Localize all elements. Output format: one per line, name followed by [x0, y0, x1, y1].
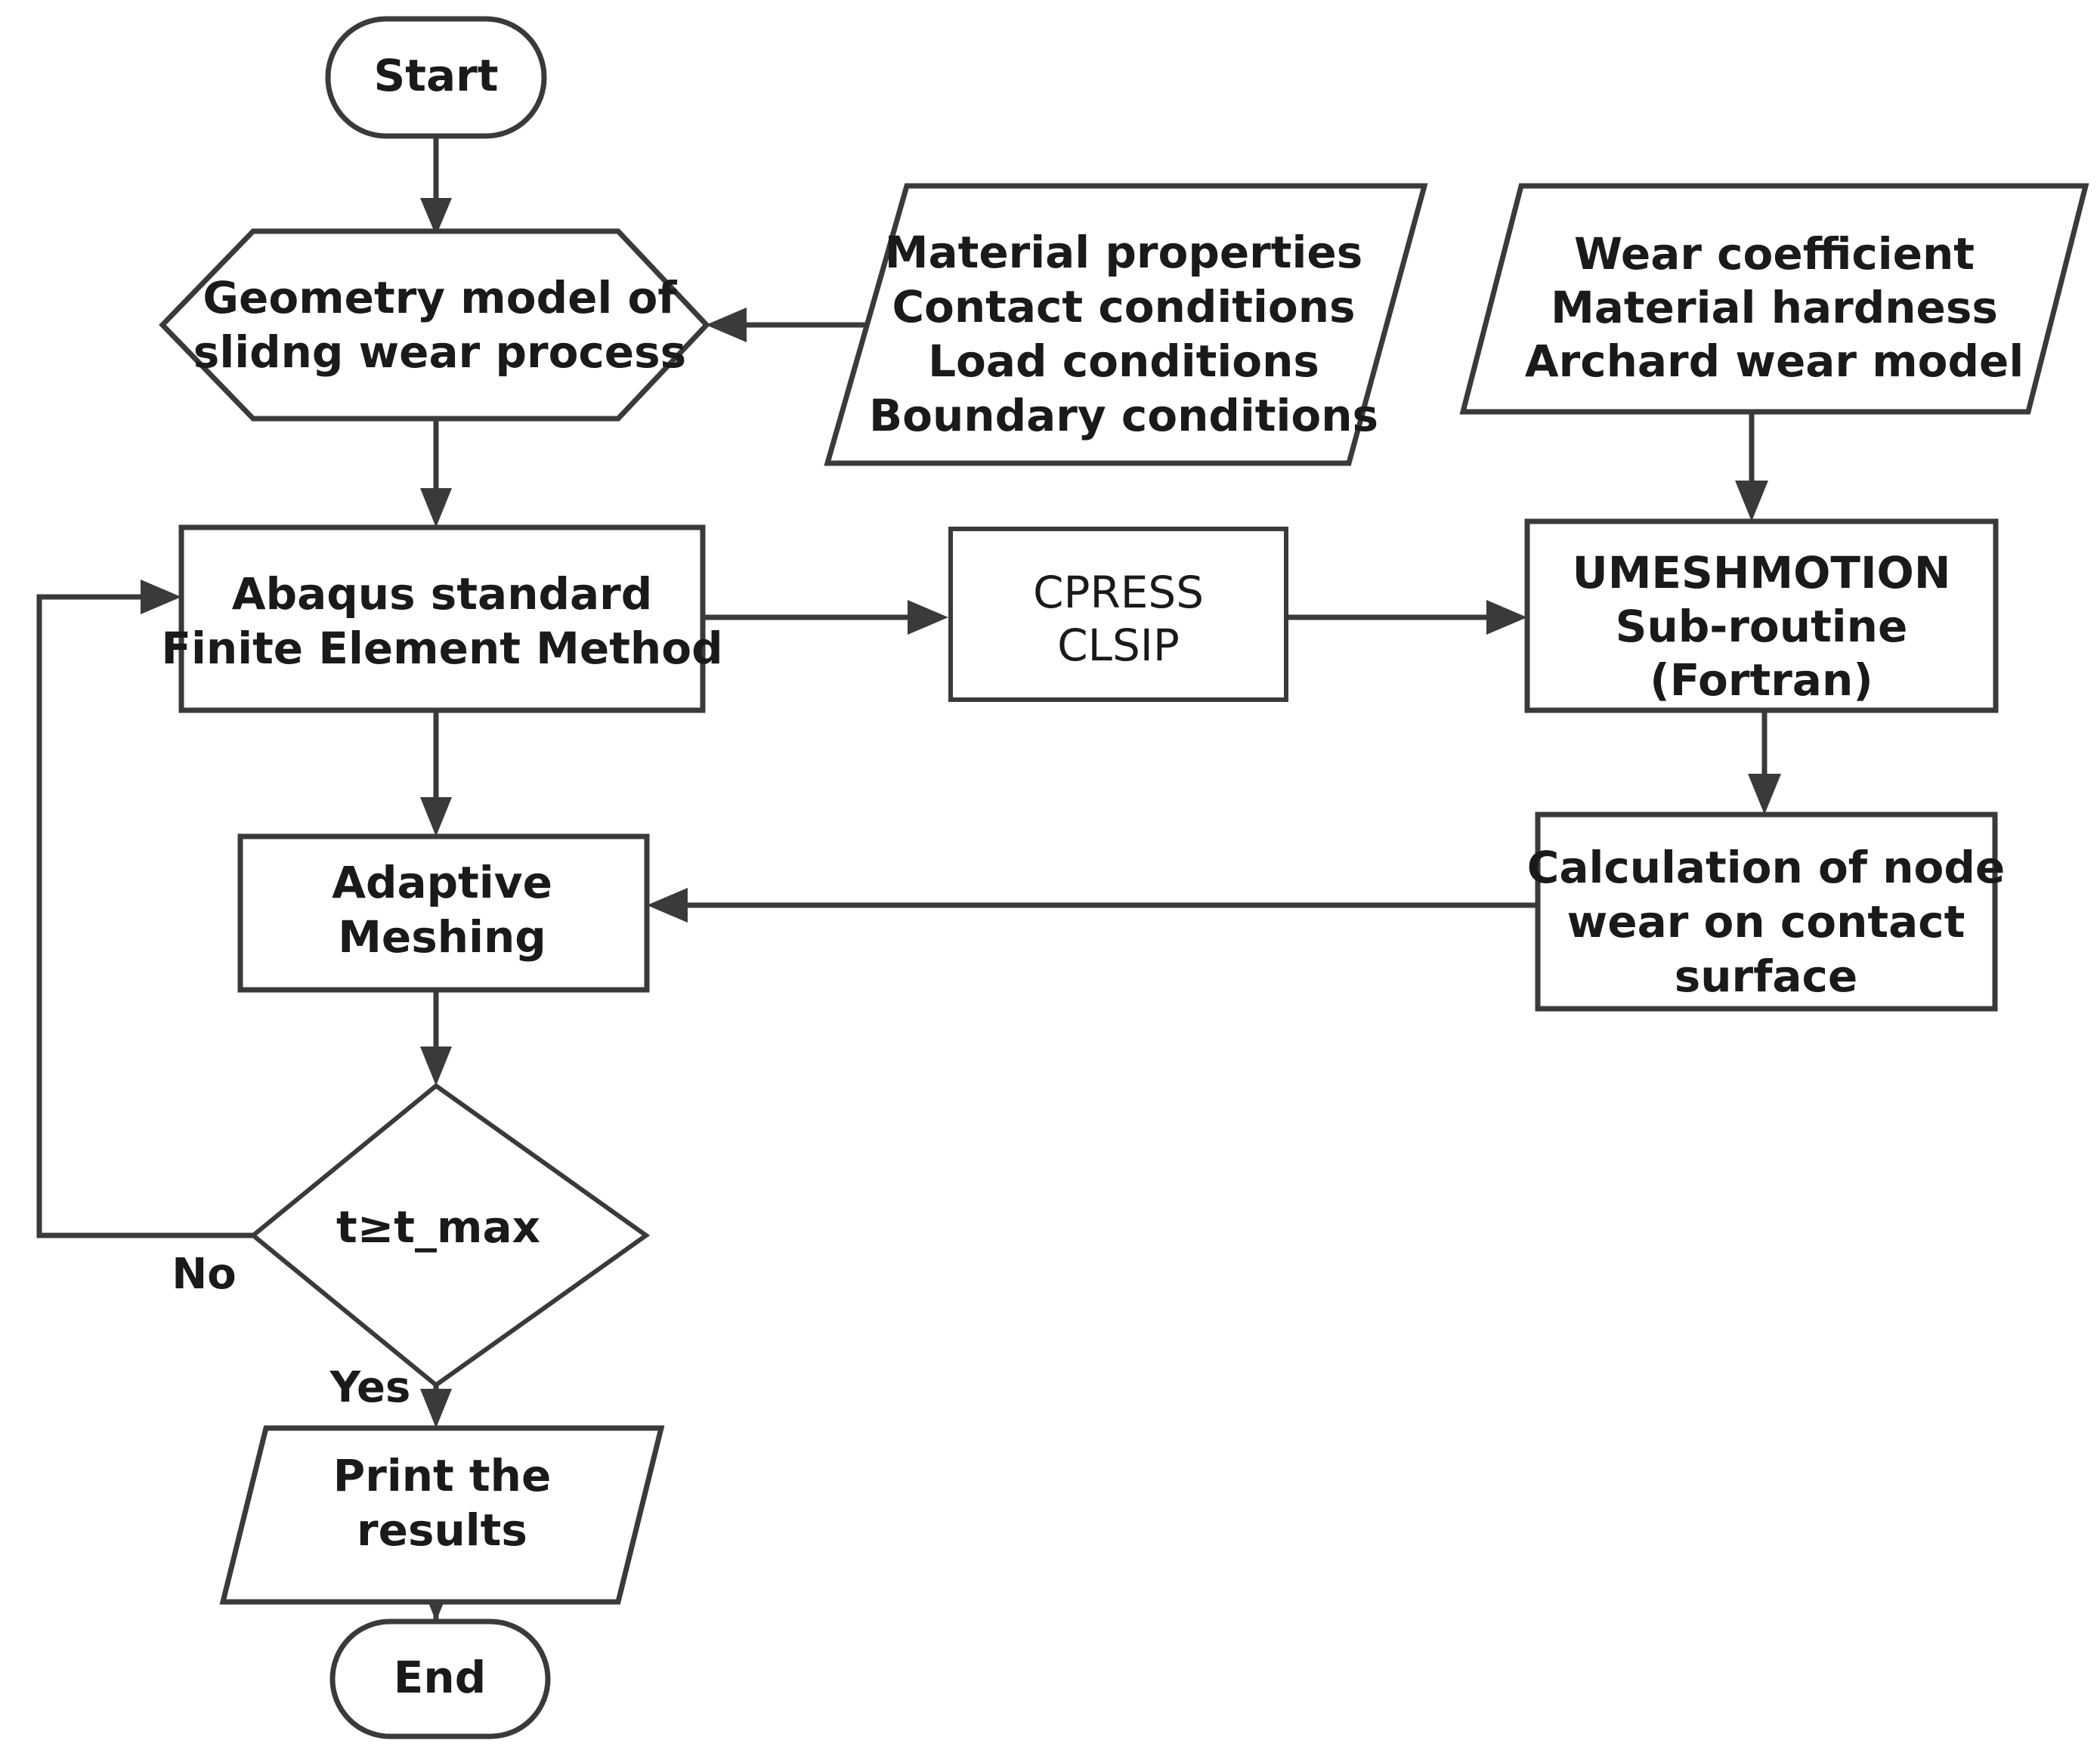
node-print-line2: results [357, 1504, 527, 1556]
edge-start-to-geometry [420, 136, 452, 236]
node-adaptive-meshing[interactable]: Adaptive Meshing [237, 833, 650, 993]
node-geometry-line2: slidng wear process [193, 326, 686, 378]
edge-label-yes: Yes [329, 1363, 411, 1412]
edge-calculation-to-adaptive [647, 888, 1538, 923]
node-end[interactable]: End [329, 1619, 551, 1739]
node-cpress-line1: CPRESS [1033, 567, 1204, 618]
node-inputs-left-line2: Contact conditions [892, 281, 1355, 332]
node-inputs-left-line3: Load conditions [928, 335, 1319, 387]
node-decision-label: t≥t_max [336, 1201, 540, 1253]
node-inputs-right-line2: Material hardness [1551, 282, 1998, 333]
node-calculation-line1: Calculation of node [1527, 842, 2005, 893]
node-inputs-right-line3: Archard wear model [1525, 335, 2024, 387]
edge-adaptive-to-decision [420, 990, 452, 1086]
node-abaqus[interactable]: Abaqus standard Finite Element Method [161, 524, 723, 713]
edge-decision-no-to-abaqus [36, 580, 253, 1238]
node-print-results[interactable]: Print the results [219, 1425, 665, 1605]
node-umeshmotion-line3: (Fortran) [1650, 654, 1873, 706]
node-calculation[interactable]: Calculation of node wear on contact surf… [1527, 812, 2005, 1012]
node-cpress-line2: CLSIP [1057, 620, 1180, 671]
node-end-label: End [394, 1652, 486, 1703]
node-decision[interactable]: t≥t_max [249, 1083, 651, 1388]
node-geometry-model[interactable]: Geometry model of slidng wear process [159, 228, 710, 422]
node-geometry-line1: Geometry model of [203, 272, 677, 323]
node-calculation-line2: wear on contact [1567, 896, 1965, 948]
edge-inputs-right-to-umeshmotion [1735, 412, 1768, 521]
node-start-label: Start [374, 50, 499, 101]
node-cpress-clsip[interactable]: CPRESS CLSIP [948, 527, 1288, 702]
node-calculation-line3: surface [1675, 951, 1858, 1002]
node-umeshmotion[interactable]: UMESHMOTION Sub-routine (Fortran) [1524, 518, 1999, 713]
node-abaqus-line1: Abaqus standard [232, 568, 653, 620]
node-inputs-left-line4: Boundary conditions [869, 390, 1378, 441]
node-inputs-left-line1: Material properties [885, 227, 1363, 278]
node-inputs-left[interactable]: Material properties Contact conditions L… [824, 183, 1428, 466]
node-abaqus-line2: Finite Element Method [161, 623, 722, 674]
node-inputs-right[interactable]: Wear coefficient Material hardness Archa… [1459, 183, 2089, 415]
edge-umeshmotion-to-calculation [1748, 710, 1781, 815]
node-umeshmotion-line2: Sub-routine [1616, 601, 1908, 652]
edge-abaqus-to-adaptive [420, 710, 452, 836]
node-umeshmotion-line1: UMESHMOTION [1573, 547, 1951, 598]
edge-label-no: No [172, 1250, 236, 1299]
node-start[interactable]: Start [325, 16, 547, 139]
node-inputs-right-line1: Wear coefficient [1574, 228, 1975, 280]
edge-cpress-to-umeshmotion [1285, 600, 1527, 635]
edge-abaqus-to-cpress [703, 600, 948, 635]
edge-inputs-left-to-geometry [706, 308, 868, 342]
node-adaptive-line1: Adaptive [332, 857, 552, 908]
node-adaptive-line2: Meshing [338, 911, 546, 963]
node-print-line1: Print the [333, 1450, 552, 1501]
edge-geometry-to-abaqus [420, 420, 452, 527]
